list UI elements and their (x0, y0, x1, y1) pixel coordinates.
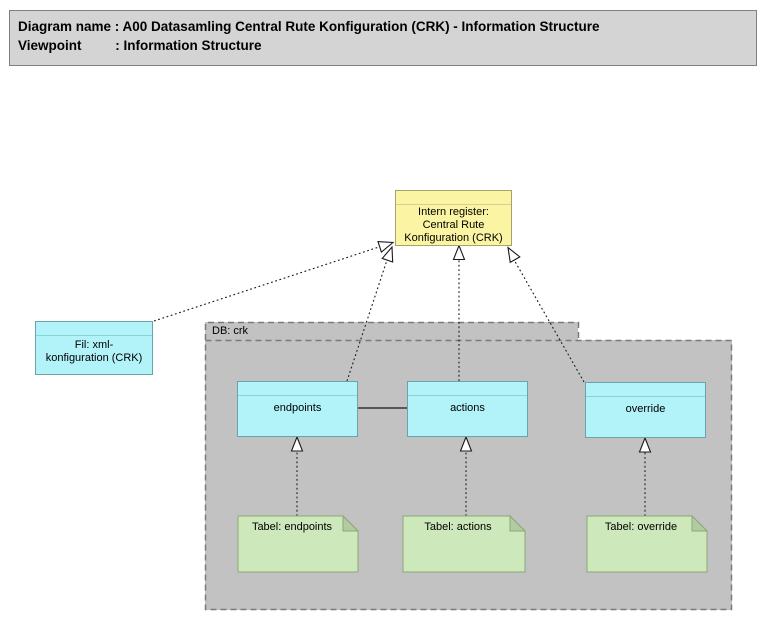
diagram-name-line: Diagram name : A00 Datasamling Central R… (18, 19, 600, 34)
db-group-body-outline (204, 339, 733, 611)
node-fil-xml-konfiguration[interactable]: Fil: xml- konfiguration (CRK) (35, 321, 153, 375)
arrowhead-actions-to-intern-icon (452, 243, 466, 261)
fil-xml-label: Fil: xml- konfiguration (CRK) (45, 339, 143, 364)
db-group-tab-outline (204, 321, 580, 340)
note-tabel-override-shape[interactable] (586, 515, 708, 573)
note-tabel-endpoints-shape[interactable] (237, 515, 359, 573)
diagram-title-block: Diagram name : A00 Datasamling Central R… (9, 10, 757, 66)
db-crk-group-label: DB: crk (212, 325, 249, 337)
node-override[interactable]: override (585, 382, 706, 438)
fil-xml-header-strip (36, 322, 152, 336)
node-actions[interactable]: actions (407, 381, 528, 437)
intern-register-header-strip (396, 191, 511, 205)
endpoints-label: endpoints (273, 402, 322, 414)
override-header-strip (586, 383, 705, 397)
note-tabel-actions-fold-icon (509, 514, 527, 532)
note-tabel-endpoints-label: Tabel: endpoints (251, 521, 333, 533)
override-label: override (625, 403, 666, 415)
arrowhead-override-to-intern-icon (507, 246, 521, 264)
arrowhead-endpoints-to-intern-icon (381, 245, 394, 263)
node-endpoints[interactable]: endpoints (237, 381, 358, 437)
endpoints-header-strip (238, 382, 357, 396)
arrowhead-note-endpoints-icon (290, 435, 304, 452)
db-crk-group-tab[interactable]: DB: crk (205, 322, 578, 340)
viewpoint-line: Viewpoint : Information Structure (18, 38, 262, 53)
note-tabel-actions-shape[interactable] (402, 515, 526, 573)
node-intern-register[interactable]: Intern register: Central Rute Konfigurat… (395, 190, 512, 246)
note-tabel-override-label: Tabel: override (604, 521, 678, 533)
realization-override-to-intern-connector (508, 250, 585, 383)
arrowhead-note-override-icon (638, 436, 652, 453)
realization-endpoints-to-intern-connector (346, 250, 391, 382)
intern-register-label: Intern register: Central Rute Konfigurat… (404, 206, 503, 244)
actions-label: actions (450, 402, 485, 414)
realization-fil-to-intern-connector (153, 243, 389, 322)
note-tabel-actions-label: Tabel: actions (424, 521, 492, 533)
arrowhead-note-actions-icon (459, 435, 473, 452)
actions-header-strip (408, 382, 527, 396)
arrowhead-fil-to-intern-icon (377, 240, 395, 253)
note-tabel-override-fold-icon (691, 514, 709, 532)
note-tabel-endpoints-fold-icon (342, 514, 360, 532)
